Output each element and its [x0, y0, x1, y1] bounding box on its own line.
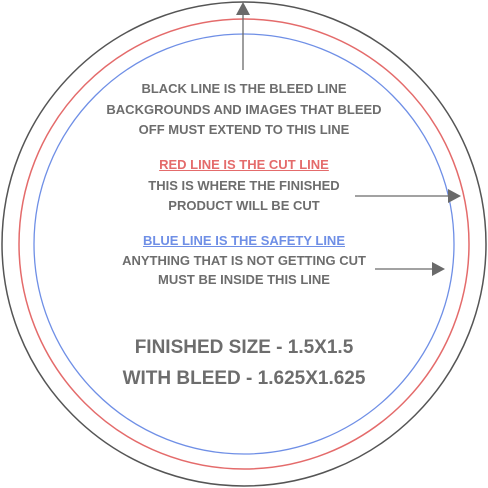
safety-arrow-head [432, 262, 445, 276]
bleed-description-line-2: OFF MUST EXTEND TO THIS LINE [138, 122, 350, 137]
bleed-arrow-head [236, 2, 250, 15]
safety-line-circle [33, 33, 455, 455]
cut-arrow-head [448, 189, 461, 203]
safety-title: BLUE LINE IS THE SAFETY LINE [142, 233, 345, 248]
bleed-description-line-1: BACKGROUNDS AND IMAGES THAT BLEED [106, 102, 382, 117]
safety-description-line-2: MUST BE INSIDE THIS LINE [158, 272, 330, 287]
safety-description-line-1: ANYTHING THAT IS NOT GETTING CUT [122, 253, 366, 268]
finished-size-label: FINISHED SIZE - 1.5X1.5 [134, 337, 354, 358]
with-bleed-size-label: WITH BLEED - 1.625X1.625 [122, 368, 366, 389]
cut-title: RED LINE IS THE CUT LINE [159, 157, 329, 172]
bleed-title: BLACK LINE IS THE BLEED LINE [141, 81, 347, 96]
cut-line-circle [18, 18, 470, 470]
cut-description-line-2: PRODUCT WILL BE CUT [168, 198, 320, 213]
cut-description-line-1: THIS IS WHERE THE FINISHED [148, 178, 340, 193]
